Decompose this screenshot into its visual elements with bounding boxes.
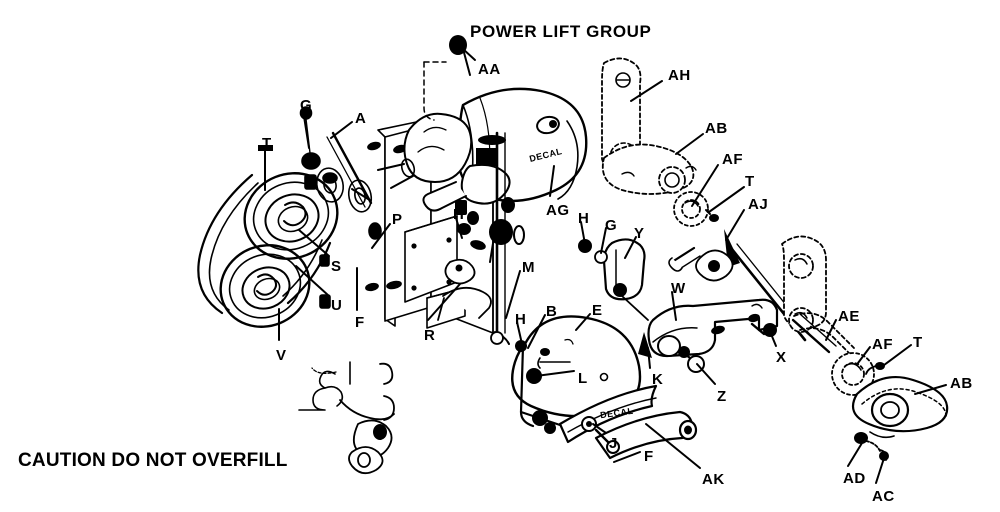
callout-label-G-29: G	[605, 217, 618, 234]
part-T-upper	[705, 209, 719, 222]
leader-line-R	[427, 283, 461, 321]
callout-label-K-23: K	[652, 371, 664, 388]
pulley-belt-assembly	[197, 167, 373, 328]
callout-label-AH-2: AH	[668, 67, 691, 84]
leader-line-H	[580, 221, 586, 245]
callout-label-P-10: P	[392, 211, 403, 228]
callout-label-X-32: X	[776, 349, 787, 366]
callout-label-L-22: L	[578, 370, 588, 387]
callout-label-W-31: W	[671, 280, 686, 297]
leader-line-X	[768, 328, 777, 347]
leader-line-Y	[624, 236, 637, 259]
callout-label-Q-17: Q	[492, 225, 505, 242]
leader-line-H	[455, 217, 463, 239]
page-title: POWER LIFT GROUP	[470, 22, 652, 41]
callout-label-AJ-6: AJ	[748, 196, 769, 213]
callout-label-AB-3: AB	[705, 120, 728, 137]
callout-label-AD-38: AD	[843, 470, 866, 487]
leader-line-M	[505, 270, 521, 319]
callout-label-F-13: F	[355, 314, 365, 331]
leader-line-AF	[691, 164, 719, 207]
leader-line-P	[371, 223, 391, 249]
callout-label-T-5: T	[745, 173, 755, 190]
callout-label-AG-27: AG	[546, 202, 570, 219]
part-AH	[601, 57, 642, 173]
callout-label-AF-4: AF	[722, 151, 743, 168]
callout-label-M-18: M	[522, 259, 535, 276]
leader-line-AC	[875, 454, 886, 484]
callout-label-AA-1: AA	[478, 61, 501, 78]
leader-line-S	[298, 229, 330, 257]
part-AB-lower	[851, 376, 949, 439]
bottom-hardware-J-F	[581, 416, 620, 454]
callout-label-G-7: G	[300, 97, 313, 114]
leader-line-L	[535, 370, 575, 377]
callout-label-B-20: B	[546, 303, 558, 320]
part-AB-upper	[601, 143, 695, 195]
callout-label-Z-33: Z	[717, 388, 727, 405]
leader-line-G	[600, 227, 607, 254]
leader-line-W	[671, 291, 677, 321]
leader-line-AK	[645, 423, 701, 469]
left-hardware	[299, 106, 382, 309]
inset-detail-drawing	[298, 361, 395, 475]
callout-label-AF-35: AF	[872, 336, 893, 353]
callout-label-T-9: T	[262, 135, 272, 152]
leader-line-E	[575, 313, 591, 331]
callout-label-Y-30: Y	[634, 225, 645, 242]
callout-label-U-12: U	[331, 297, 343, 314]
leader-line-AJ	[725, 209, 745, 241]
callout-label-AB-37: AB	[950, 375, 973, 392]
leader-line-Z	[696, 363, 716, 385]
callout-label-A-8: A	[355, 110, 367, 127]
callout-label-H-28: H	[578, 210, 590, 227]
leader-line-J	[592, 423, 607, 434]
alignment-guides	[423, 61, 447, 121]
callout-label-S-11: S	[331, 258, 342, 275]
callout-label-R-15: R	[424, 327, 436, 344]
callout-label-F-25: F	[644, 448, 654, 465]
callout-leader-lines	[264, 44, 947, 484]
leader-line-AF	[857, 346, 871, 364]
leader-line-AE	[825, 319, 837, 341]
leader-line-AG	[549, 165, 555, 197]
part-AH-hole	[615, 72, 631, 88]
part-AB-upper-detail	[621, 165, 697, 188]
leader-line-AA	[461, 44, 471, 76]
leader-line-T	[879, 344, 912, 369]
callout-label-E-21: E	[592, 302, 603, 319]
leader-line-B	[527, 314, 546, 349]
callout-label-AK-26: AK	[702, 471, 725, 488]
callout-label-H-16: H	[453, 206, 465, 223]
leader-line-A	[330, 121, 353, 139]
leader-line-G	[302, 109, 310, 149]
callout-label-AC-39: AC	[872, 488, 895, 505]
leader-line-H	[516, 321, 523, 345]
callout-label-H-19: H	[515, 311, 527, 328]
callout-label-V-14: V	[276, 347, 287, 364]
leader-line-T	[708, 186, 745, 213]
control-rod-column	[437, 131, 525, 345]
leader-line-AH	[630, 80, 663, 102]
leader-line-U	[295, 265, 330, 297]
part-W-bracket	[647, 298, 779, 358]
callout-label-T-36: T	[913, 334, 923, 351]
leader-line-K	[647, 347, 651, 369]
leader-line-F	[613, 451, 641, 463]
leader-line-Q	[489, 236, 495, 263]
caution-text: CAUTION DO NOT OVERFILL	[18, 450, 288, 471]
leader-line-AD	[847, 442, 863, 467]
part-Y-block	[578, 238, 649, 321]
leader-line-AB	[914, 384, 947, 395]
leader-line-AB	[675, 133, 704, 155]
callout-label-J-24: J	[609, 435, 618, 452]
callout-label-AE-34: AE	[838, 308, 860, 325]
part-AF-upper	[673, 191, 709, 227]
